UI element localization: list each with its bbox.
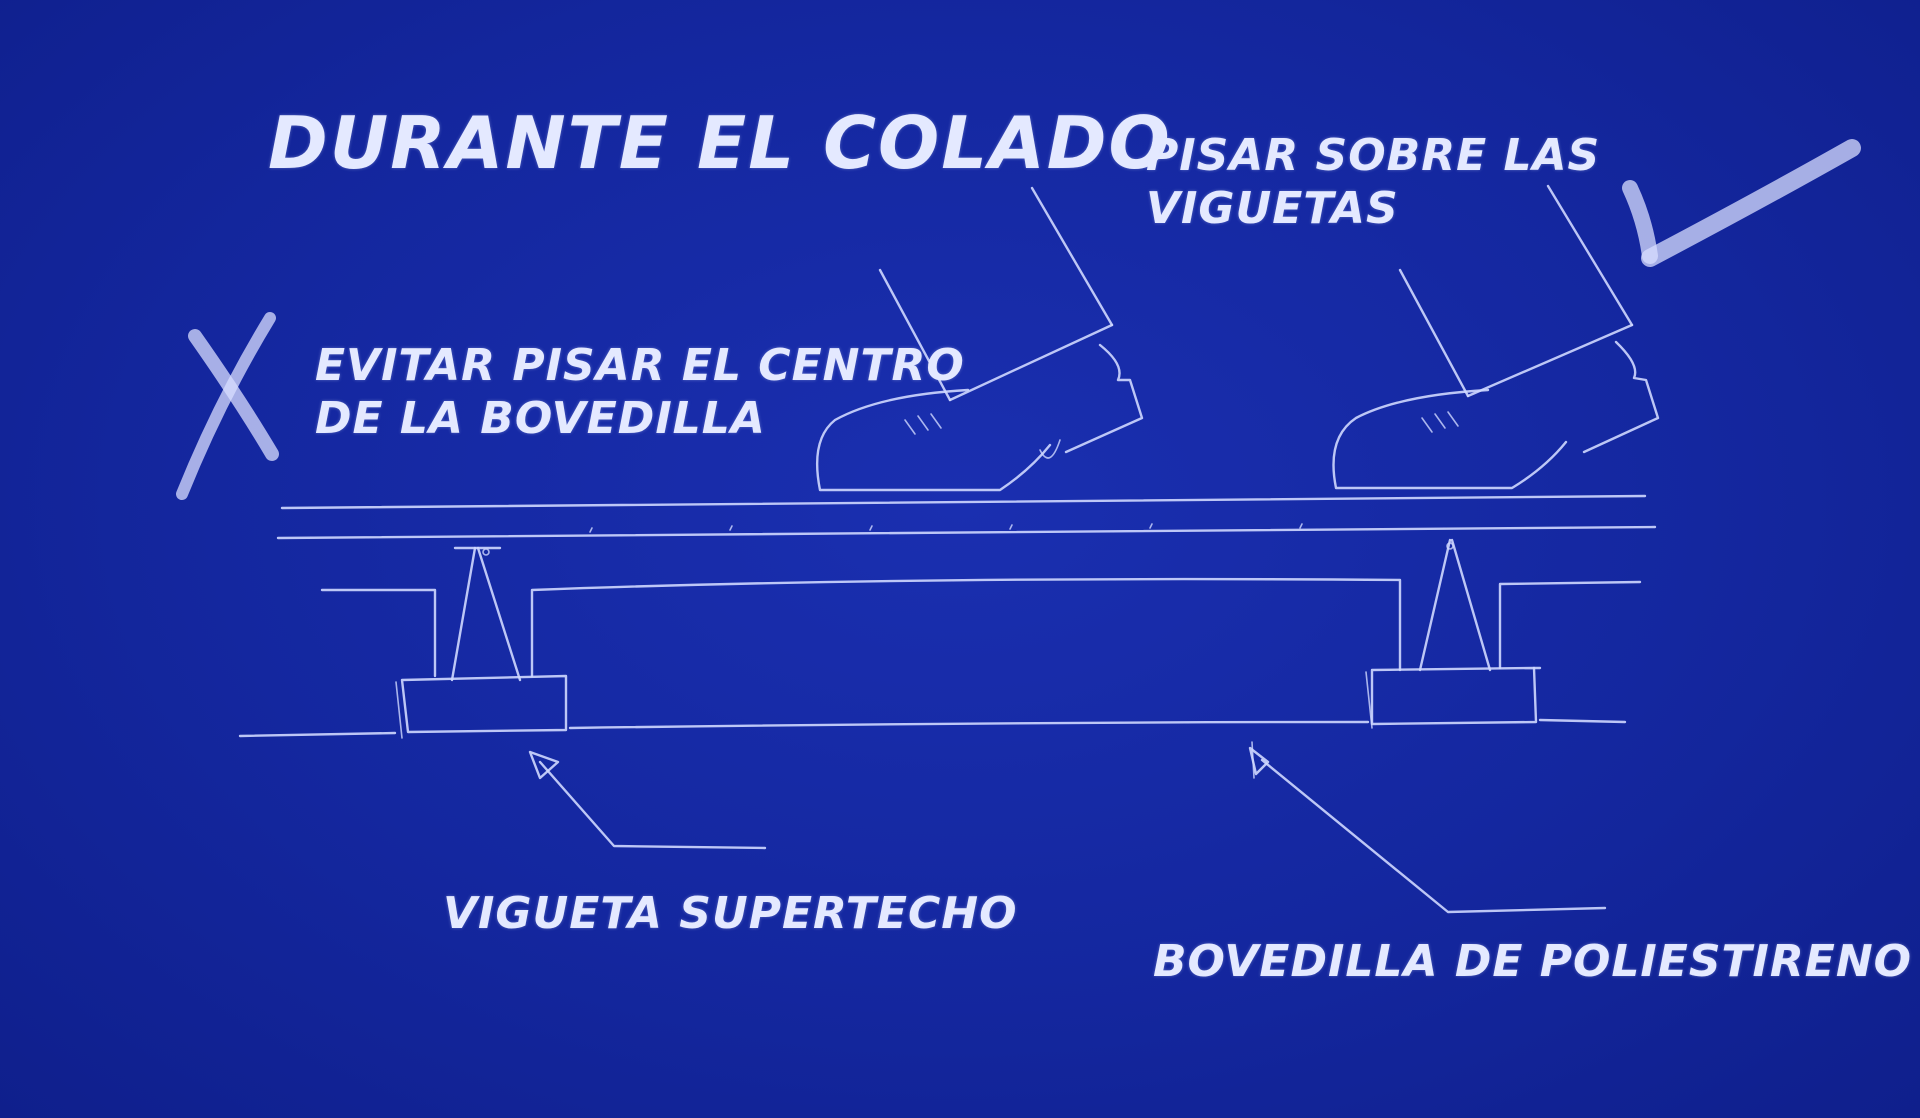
right-joist	[1365, 538, 1538, 729]
vigueta-label: VIGUETA SUPERTECHO	[443, 888, 1018, 939]
base-line	[238, 731, 397, 738]
cross-mark-icon	[176, 312, 279, 500]
bovedilla-arrow-icon	[1248, 741, 1607, 914]
shoe-joist-icon	[1332, 184, 1660, 490]
shoe-center-icon	[816, 186, 1144, 492]
bovedilla-block-left	[320, 588, 437, 678]
mesh-ticks	[589, 523, 1303, 533]
instruction-step-on-joists: PISAR SOBRE LAS VIGUETAS	[1146, 130, 1600, 236]
check-mark-icon	[1622, 139, 1861, 267]
vigueta-arrow-icon	[528, 750, 767, 850]
bovedilla-block-center	[530, 577, 1402, 678]
bovedilla-label: BOVEDILLA DE POLIESTIRENO	[1153, 936, 1913, 987]
base-line-center	[568, 720, 1370, 730]
slab-top-line	[280, 494, 1647, 510]
instruction-ok-line-2: VIGUETAS	[1146, 182, 1399, 234]
instruction-avoid-line-2: DE LA BOVEDILLA	[315, 392, 766, 444]
instruction-avoid-line-1: EVITAR PISAR EL CENTRO	[315, 340, 965, 391]
bovedilla-block-right	[1498, 580, 1642, 670]
instruction-ok-line-1: PISAR SOBRE LAS	[1146, 130, 1601, 181]
slab-second-line	[276, 525, 1657, 540]
page-title: DURANTE EL COLADO	[268, 101, 1172, 185]
base-line-right	[1538, 718, 1627, 724]
left-joist	[395, 546, 568, 739]
instruction-avoid-center: EVITAR PISAR EL CENTRO DE LA BOVEDILLA	[315, 340, 965, 446]
